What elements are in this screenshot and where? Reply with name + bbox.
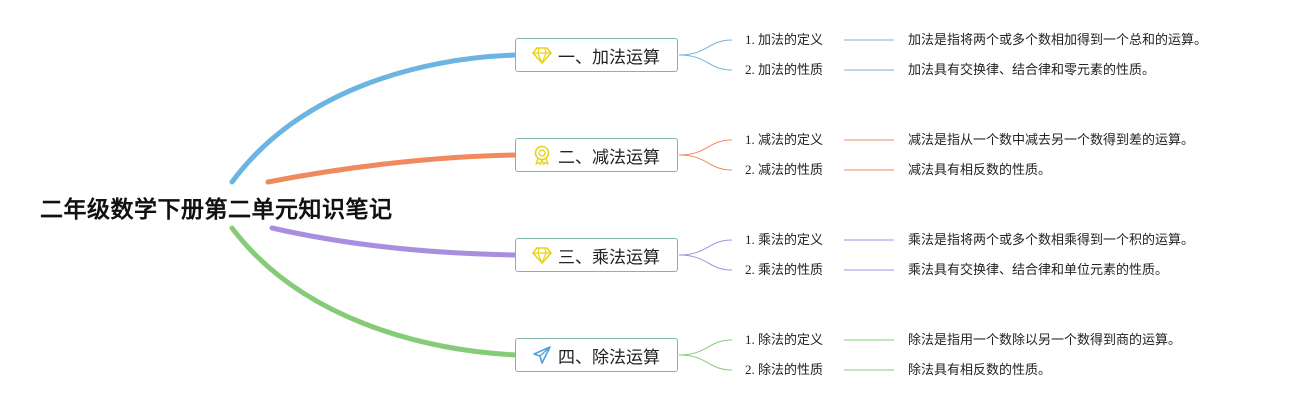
sub-connector (678, 239, 733, 256)
sub-connector (678, 354, 733, 371)
subtopic-multiplication-definition[interactable]: 1. 乘法的定义 (745, 232, 824, 247)
detail-multiplication-definition[interactable]: 乘法是指将两个或多个数相乘得到一个积的运算。 (908, 232, 1195, 247)
sub-connector (678, 39, 733, 56)
branch-connector-div (229, 225, 519, 358)
subtopic-subtraction-properties[interactable]: 2. 减法的性质 (745, 162, 824, 177)
sub-connector (678, 54, 733, 71)
subtopic-subtraction-definition[interactable]: 1. 减法的定义 (745, 132, 824, 147)
subtopic-addition-definition[interactable]: 1. 加法的定义 (745, 32, 824, 47)
subtopic-division-properties[interactable]: 2. 除法的性质 (745, 362, 824, 377)
detail-addition-properties[interactable]: 加法具有交换律、结合律和零元素的性质。 (908, 62, 1156, 77)
root-topic[interactable]: 二年级数学下册第二单元知识笔记 (40, 197, 393, 223)
paper-plane-icon (532, 345, 552, 365)
detail-multiplication-properties[interactable]: 乘法具有交换律、结合律和单位元素的性质。 (908, 262, 1169, 277)
detail-division-definition[interactable]: 除法是指用一个数除以另一个数得到商的运算。 (908, 332, 1182, 347)
branch-topic-addition[interactable]: 一、加法运算 (515, 38, 678, 72)
branch-label: 四、除法运算 (558, 347, 660, 368)
branch-topic-subtraction[interactable]: 二、减法运算 (515, 138, 678, 172)
branch-label: 一、加法运算 (558, 47, 660, 68)
detail-subtraction-definition[interactable]: 减法是指从一个数中减去另一个数得到差的运算。 (908, 132, 1195, 147)
branch-connector-add (229, 52, 519, 185)
detail-subtraction-properties[interactable]: 减法具有相反数的性质。 (908, 162, 1052, 177)
sub-connector (678, 254, 733, 271)
branch-topic-multiplication[interactable]: 三、乘法运算 (515, 238, 678, 272)
branch-label: 三、乘法运算 (558, 247, 660, 268)
subtopic-addition-properties[interactable]: 2. 加法的性质 (745, 62, 824, 77)
branch-topic-division[interactable]: 四、除法运算 (515, 338, 678, 372)
branch-label: 二、减法运算 (558, 147, 660, 168)
sub-connector (678, 154, 733, 171)
branch-connector-sub (265, 152, 519, 185)
branch-connector-mul (269, 225, 519, 258)
award-icon (532, 145, 552, 165)
diamond-icon (532, 245, 552, 265)
subtopic-division-definition[interactable]: 1. 除法的定义 (745, 332, 824, 347)
detail-division-properties[interactable]: 除法具有相反数的性质。 (908, 362, 1052, 377)
subtopic-multiplication-properties[interactable]: 2. 乘法的性质 (745, 262, 824, 277)
sub-connector (678, 339, 733, 356)
sub-connector (678, 139, 733, 156)
detail-addition-definition[interactable]: 加法是指将两个或多个数相加得到一个总和的运算。 (908, 32, 1208, 47)
diamond-icon (532, 45, 552, 65)
